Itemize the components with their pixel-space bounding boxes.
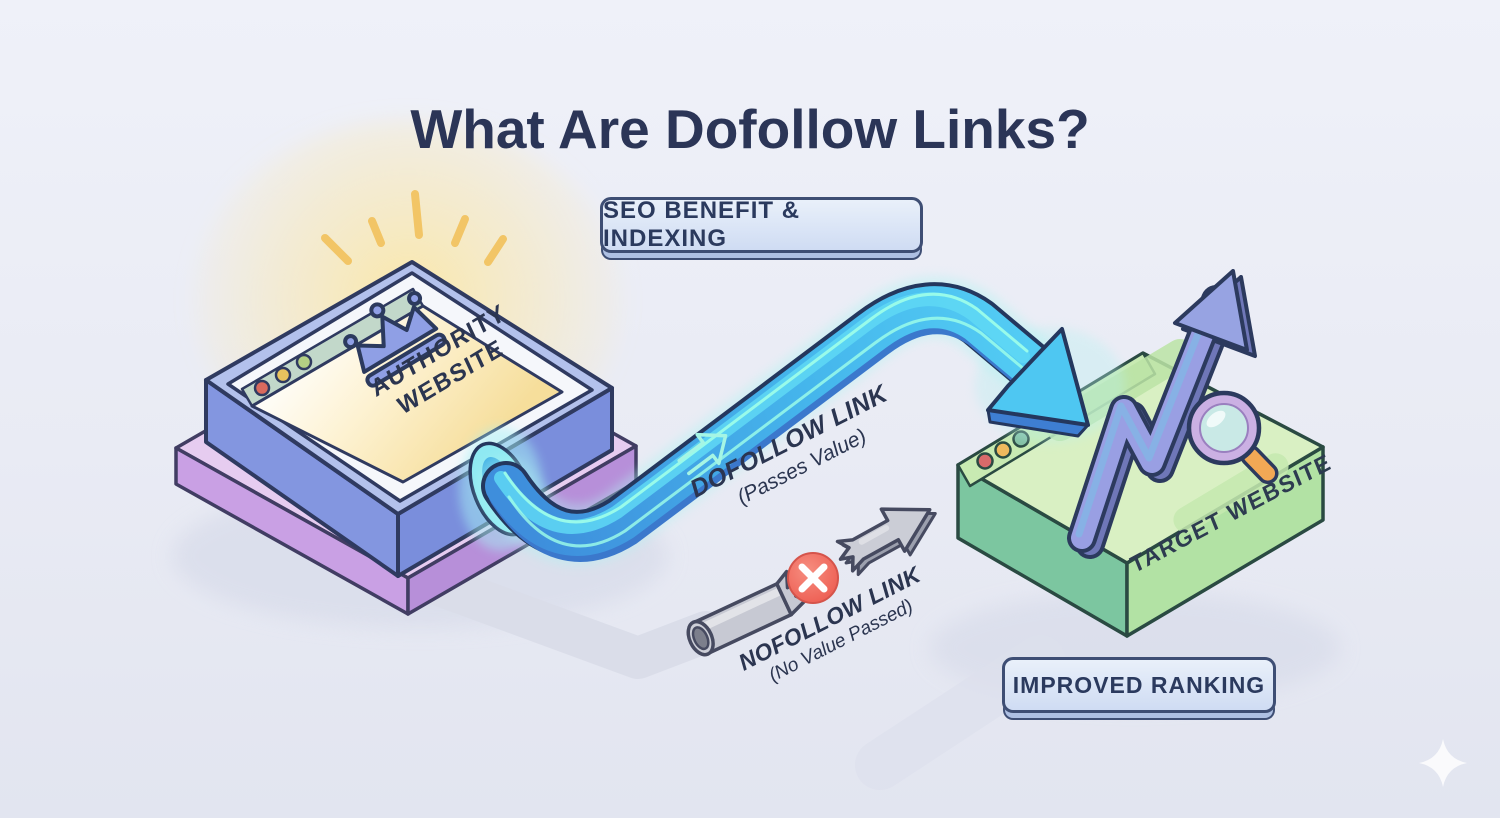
seo-benefit-badge-label: SEO BENEFIT & INDEXING xyxy=(603,197,801,252)
magnifying-glass-icon xyxy=(1186,390,1279,485)
shine-rays xyxy=(321,190,507,266)
dofollow-arrowhead xyxy=(986,327,1090,427)
broken-pipe-icon xyxy=(686,569,808,657)
page-title: What Are Dofollow Links? xyxy=(410,97,1090,160)
traffic-light-dots xyxy=(253,353,313,397)
link-flow-chevron xyxy=(677,432,728,476)
crown-icon xyxy=(343,290,447,388)
broken-arrow-icon xyxy=(835,507,937,577)
nofollow-illustration xyxy=(686,507,937,657)
x-circle-icon xyxy=(787,552,839,604)
improved-ranking-badge-label: IMPROVED RANKING xyxy=(1012,671,1266,698)
improved-ranking-badge: IMPROVED RANKING xyxy=(1002,657,1276,713)
sparkle-icon xyxy=(1419,739,1467,787)
growth-arrow-icon xyxy=(1067,269,1257,559)
seo-benefit-badge: SEO BENEFIT & INDEXING xyxy=(600,197,923,253)
dofollow-arrow xyxy=(459,276,1125,566)
